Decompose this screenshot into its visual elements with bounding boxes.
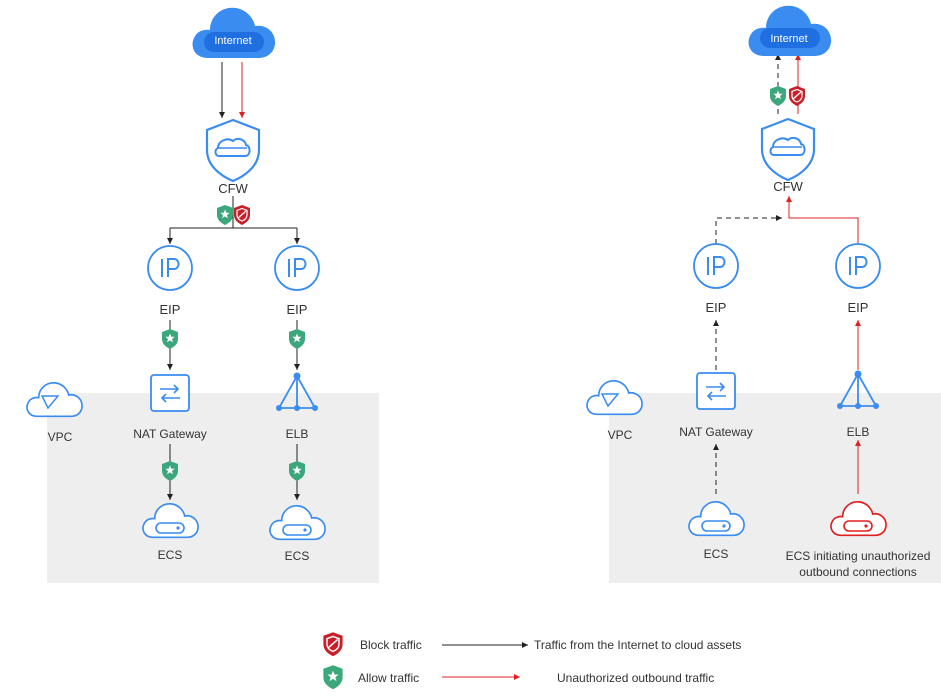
right-internet-label: Internet	[770, 33, 808, 45]
left-nat-label: NAT Gateway	[133, 427, 207, 441]
vpc-cloud-icon	[26, 381, 83, 418]
ecs-icon	[688, 500, 745, 537]
internet-cloud-icon	[192, 7, 276, 58]
legend-allow-label: Allow traffic	[358, 671, 420, 685]
cfw-shield-icon	[760, 117, 816, 182]
nat-gateway-icon	[696, 372, 736, 410]
left-ecs-label: ECS	[157, 548, 183, 562]
nat-gateway-icon	[150, 374, 190, 412]
right-ecs-compromised-label: ECS initiating unauthorized outbound con…	[785, 549, 931, 579]
eip-icon	[835, 243, 881, 289]
legend-block-label: Block traffic	[360, 638, 422, 652]
right-nat-label: NAT Gateway	[679, 425, 753, 439]
vpc-cloud-icon	[586, 379, 643, 416]
right-eip-label: EIP	[847, 300, 869, 315]
legend-allow-icon	[323, 665, 343, 690]
eip-icon	[147, 245, 193, 291]
left-internet-label: Internet	[214, 35, 252, 47]
left-elb-label: ELB	[285, 427, 309, 441]
allow-traffic-icon	[289, 329, 305, 349]
cfw-shield-icon	[205, 118, 261, 183]
block-traffic-icon	[233, 204, 251, 226]
ecs-compromised-icon	[830, 500, 887, 537]
block-traffic-icon	[788, 85, 806, 107]
legend-inbound-label: Traffic from the Internet to cloud asset…	[534, 638, 742, 652]
elb-icon	[276, 372, 318, 411]
internet-cloud-icon	[748, 5, 832, 56]
legend-block-icon	[322, 631, 344, 657]
ecs-icon	[269, 504, 326, 541]
allow-traffic-icon	[770, 86, 786, 106]
right-eip-label: EIP	[705, 300, 727, 315]
eip-icon	[274, 245, 320, 291]
legend-outbound-label: Unauthorized outbound traffic	[557, 671, 715, 685]
left-eip-label: EIP	[286, 302, 308, 317]
vpc-area-left	[47, 393, 379, 583]
left-ecs-label: ECS	[284, 549, 310, 563]
right-cfw-label: CFW	[773, 179, 803, 194]
left-eip-label: EIP	[159, 302, 181, 317]
ecs-icon	[142, 502, 199, 539]
vpc-area-right	[609, 393, 941, 583]
left-vpc-label: VPC	[47, 430, 73, 444]
right-vpc-label: VPC	[607, 428, 633, 442]
right-ecs-label: ECS	[703, 547, 729, 561]
eip-icon	[693, 243, 739, 289]
allow-traffic-icon	[162, 329, 178, 349]
elb-icon	[837, 370, 879, 409]
allow-traffic-icon	[217, 205, 233, 225]
left-cfw-label: CFW	[218, 181, 248, 196]
right-elb-label: ELB	[846, 425, 870, 439]
